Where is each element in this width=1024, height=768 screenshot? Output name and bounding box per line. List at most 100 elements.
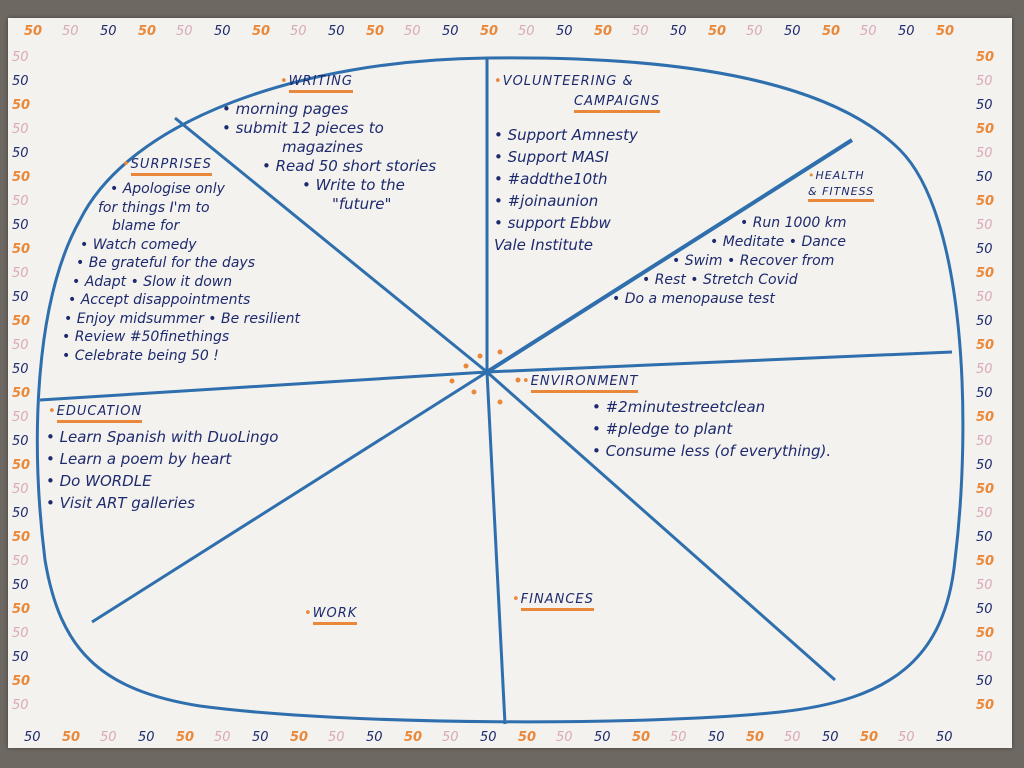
fifty-doodle: 50 <box>976 170 993 185</box>
spoke <box>486 350 953 374</box>
fifty-doodle: 50 <box>12 98 31 113</box>
fifty-doodle: 50 <box>12 50 29 65</box>
fifty-doodle: 50 <box>12 194 29 209</box>
list-item: • Support MASI <box>494 148 609 166</box>
list-item: magazines <box>282 138 364 156</box>
fifty-doodle: 50 <box>12 506 29 521</box>
list-item: • Learn Spanish with DuoLingo <box>46 428 279 446</box>
list-item: • Review #50finethings <box>62 329 230 345</box>
fifty-doodle: 50 <box>12 554 29 569</box>
fifty-doodle: 50 <box>328 24 345 39</box>
fifty-doodle: 50 <box>518 730 537 745</box>
fifty-doodle: 50 <box>976 242 993 257</box>
fifty-doodle: 50 <box>12 386 31 401</box>
fifty-doodle: 50 <box>480 24 499 39</box>
surprises-list: • Apologise only for things I'm to blame… <box>62 180 300 365</box>
heading-label: VOLUNTEERING & <box>502 74 634 89</box>
fifty-doodle: 50 <box>976 554 995 569</box>
volunteering-list: • Support Amnesty • Support MASI • #addt… <box>494 124 638 256</box>
fifty-doodle: 50 <box>708 730 725 745</box>
spoke <box>485 138 854 374</box>
fifty-doodle: 50 <box>12 410 29 425</box>
fifty-doodle: 50 <box>976 650 993 665</box>
fifty-doodle: 50 <box>746 730 765 745</box>
fifty-doodle: 50 <box>12 578 29 593</box>
list-item: • Consume less (of everything). <box>592 442 832 460</box>
fifty-doodle: 50 <box>138 730 155 745</box>
fifty-doodle: 50 <box>556 730 573 745</box>
fifty-doodle: 50 <box>12 650 29 665</box>
fifty-doodle: 50 <box>214 730 231 745</box>
fifty-doodle: 50 <box>976 362 993 377</box>
spoke <box>91 370 488 624</box>
fifty-doodle: 50 <box>214 24 231 39</box>
list-item: • Run 1000 km <box>740 215 847 231</box>
spoke <box>486 370 836 682</box>
spoke <box>174 116 488 374</box>
fifty-doodle: 50 <box>632 730 651 745</box>
fifty-doodle: 50 <box>976 410 995 425</box>
fifty-doodle: 50 <box>176 24 193 39</box>
list-item: • Do a menopause test <box>612 291 775 307</box>
heading-label: WRITING <box>288 74 353 93</box>
wheel-outline <box>35 56 965 724</box>
fifty-doodle: 50 <box>670 730 687 745</box>
list-item: • Rest • Stretch Covid <box>642 272 798 288</box>
fifty-doodle: 50 <box>784 730 801 745</box>
fifty-doodle: 50 <box>290 24 307 39</box>
heading-label: CAMPAIGNS <box>574 94 661 113</box>
list-item: • Learn a poem by heart <box>46 450 232 468</box>
list-item: • support Ebbw <box>494 214 611 232</box>
fifty-doodle: 50 <box>366 730 383 745</box>
fifty-doodle: 50 <box>976 194 995 209</box>
heading-label: HEALTH <box>815 169 865 182</box>
fifty-doodle: 50 <box>12 458 31 473</box>
fifty-doodle: 50 <box>12 266 29 281</box>
fifty-doodle: 50 <box>480 730 497 745</box>
fifty-doodle: 50 <box>12 170 31 185</box>
fifty-doodle: 50 <box>62 24 79 39</box>
list-item: • Enjoy midsummer • Be resilient <box>64 310 300 327</box>
list-item: • Accept disappointments <box>68 292 251 308</box>
fifty-doodle: 50 <box>12 290 29 305</box>
center-dots <box>449 349 521 405</box>
fifty-doodle: 50 <box>290 730 309 745</box>
fifty-doodle: 50 <box>784 24 801 39</box>
fifty-doodle: 50 <box>62 730 81 745</box>
fifty-doodle: 50 <box>632 24 649 39</box>
fifty-doodle: 50 <box>976 386 993 401</box>
fifty-doodle: 50 <box>976 482 995 497</box>
heading-label: ENVIRONMENT <box>530 374 639 393</box>
list-item: • Swim • Recover from <box>672 253 835 269</box>
list-item: • #joinaunion <box>494 192 599 210</box>
fifty-doodle: 50 <box>976 98 993 113</box>
fifty-doodle: 50 <box>976 74 993 89</box>
fifty-doodle: 50 <box>252 730 269 745</box>
fifty-doodle: 50 <box>976 338 995 353</box>
fifty-doodle: 50 <box>670 24 687 39</box>
paper-sheet <box>8 18 1012 748</box>
heading-surprises: •SURPRISES <box>122 157 212 176</box>
fifty-doodle: 50 <box>404 24 421 39</box>
heading-label: WORK <box>312 606 358 625</box>
fifty-doodle: 50 <box>252 24 271 39</box>
list-item: • Visit ART galleries <box>46 494 195 512</box>
fifty-doodle: 50 <box>24 730 41 745</box>
fifty-doodle: 50 <box>898 730 915 745</box>
list-item: • Support Amnesty <box>494 126 638 144</box>
fifty-doodle: 50 <box>12 626 29 641</box>
fifty-doodle: 50 <box>12 74 29 89</box>
heading-label: SURPRISES <box>130 157 212 176</box>
list-item: for things I'm to <box>98 199 210 216</box>
fifty-doodle: 50 <box>594 24 613 39</box>
fifty-doodle: 50 <box>556 24 573 39</box>
fifty-doodle: 50 <box>12 122 29 137</box>
fifty-doodle: 50 <box>12 314 31 329</box>
heading-label: EDUCATION <box>56 404 143 423</box>
heading-label: & FITNESS <box>808 185 875 202</box>
fifty-doodle: 50 <box>12 482 29 497</box>
fifty-doodle: 50 <box>12 338 29 353</box>
fifty-doodle: 50 <box>976 50 995 65</box>
fifty-doodle: 50 <box>12 218 29 233</box>
